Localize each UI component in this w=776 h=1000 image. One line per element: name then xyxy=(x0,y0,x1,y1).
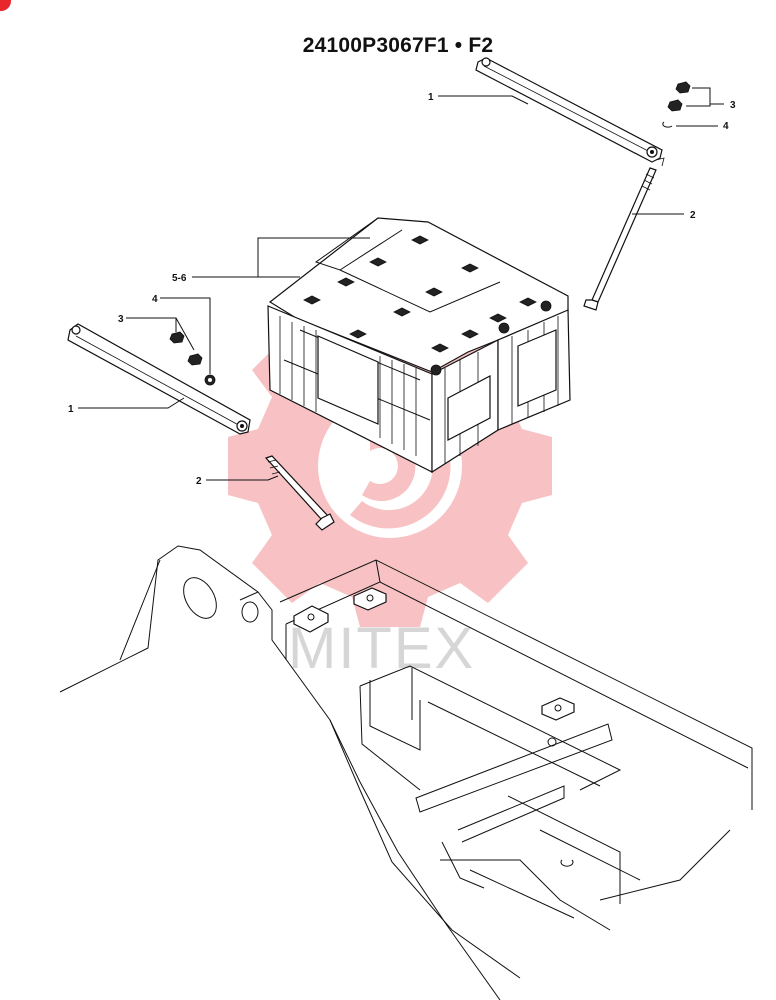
battery-callout: 5-6 xyxy=(172,237,370,284)
left-callouts: 4 3 1 2 xyxy=(68,294,279,487)
diagram-title: 24100P3067F1 • F2 xyxy=(302,34,494,57)
right-j-rod xyxy=(583,167,657,311)
left-j-rod xyxy=(264,455,335,531)
left-washer xyxy=(204,374,216,386)
right-callouts: 1 2 3 4 xyxy=(428,87,736,221)
callout-1-right: 1 xyxy=(428,92,434,103)
right-nuts xyxy=(667,81,691,112)
callout-4-left: 4 xyxy=(152,294,158,305)
frame-chassis xyxy=(59,545,753,1000)
callout-5-6: 5-6 xyxy=(172,273,187,284)
callout-2-left: 2 xyxy=(196,476,202,487)
callout-1-left: 1 xyxy=(68,404,74,415)
left-hold-down-bar xyxy=(67,323,251,435)
callout-3-left: 3 xyxy=(118,314,124,325)
left-nut xyxy=(169,331,203,366)
callout-4-right: 4 xyxy=(723,121,729,132)
right-washer xyxy=(662,121,673,128)
callout-3-right: 3 xyxy=(730,100,736,111)
corner-logo-icon xyxy=(0,0,11,11)
battery-terminals xyxy=(303,235,552,376)
callout-2-right: 2 xyxy=(690,210,696,221)
battery-pair xyxy=(267,217,571,474)
right-hold-down-bar xyxy=(475,57,665,167)
